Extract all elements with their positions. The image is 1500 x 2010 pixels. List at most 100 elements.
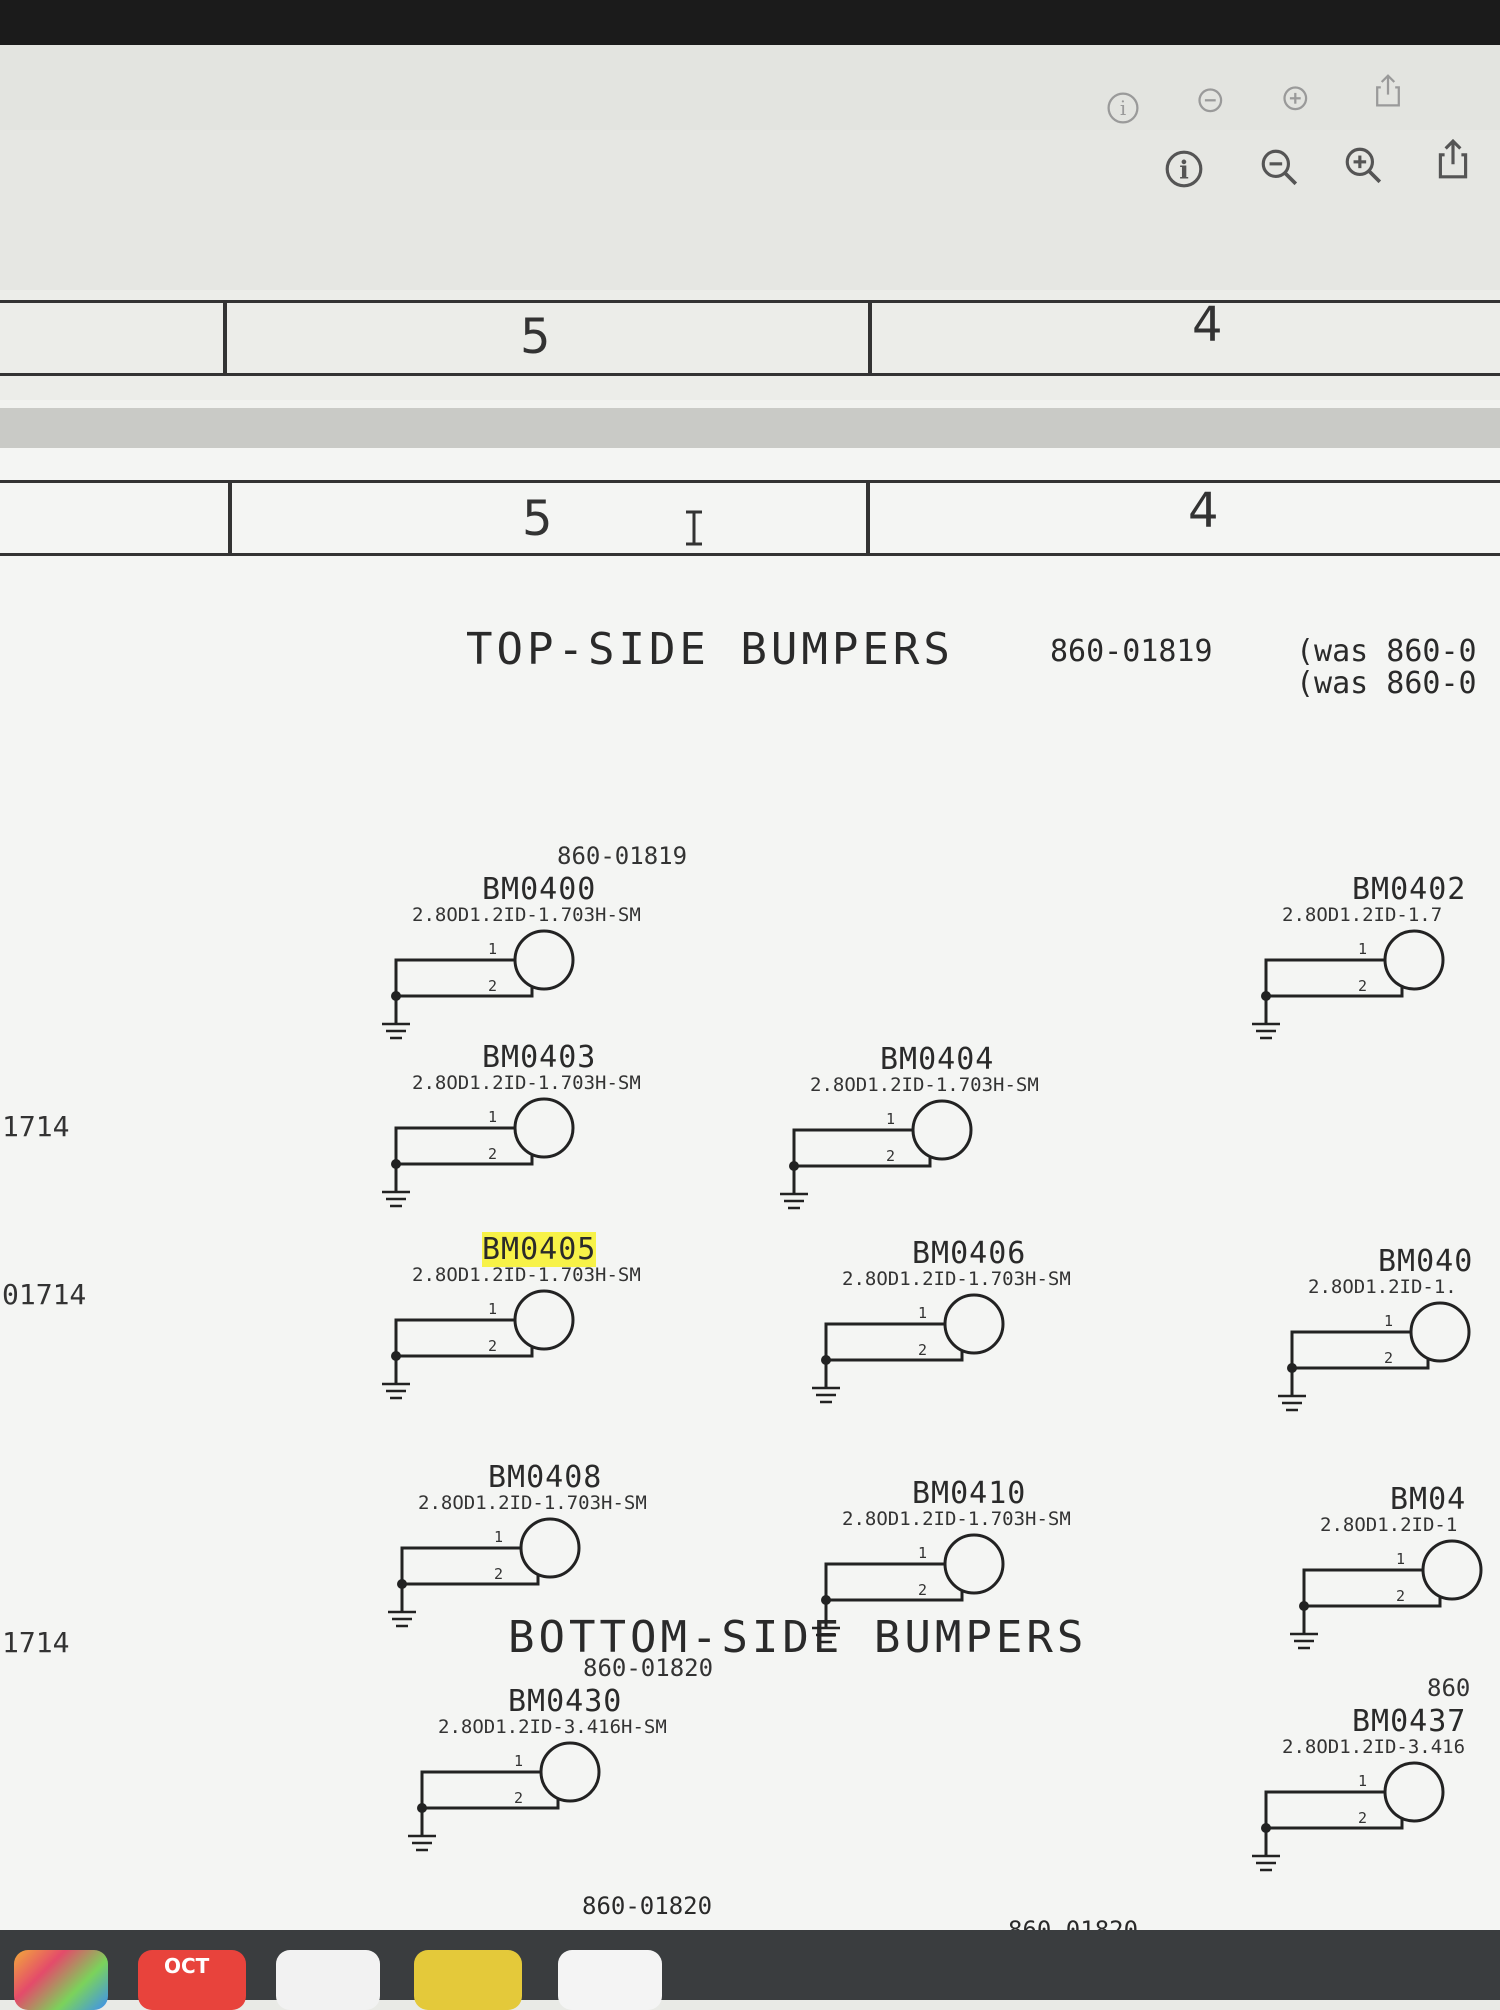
pin-wire <box>400 1546 540 1586</box>
share-icon[interactable] <box>1432 138 1474 180</box>
zoom-in-icon[interactable] <box>1342 144 1384 186</box>
zone-row: 5 4 <box>0 297 1500 376</box>
section-title-bottom: BOTTOM-SIDE BUMPERS <box>508 1612 1088 1663</box>
pin-number: 2 <box>514 1789 523 1807</box>
calendar-month-label: OCT <box>164 1954 210 1978</box>
share-icon <box>1370 73 1406 109</box>
bumper-pad-circle <box>943 1533 1005 1595</box>
ground-icon <box>388 1610 416 1628</box>
bumper-symbol: 12 <box>1252 929 1445 1040</box>
ground-icon <box>1252 1854 1280 1872</box>
refdes: BM0402 <box>1352 872 1467 907</box>
pin-number: 2 <box>886 1147 895 1165</box>
screen-bezel-top <box>0 0 1500 45</box>
notes-app-icon[interactable] <box>414 1950 522 2010</box>
pin-number: 2 <box>488 1337 497 1355</box>
refdes: BM0400 <box>482 872 597 907</box>
pin-wire <box>1290 1330 1430 1370</box>
bumper-symbol: 12 <box>382 929 575 1040</box>
part-number: 860 <box>1427 1674 1471 1702</box>
pin-number: 1 <box>488 1300 497 1318</box>
refdes: BM0403 <box>482 1040 597 1075</box>
pin-wire <box>792 1128 932 1168</box>
bumper-symbol: 12 <box>812 1293 1005 1404</box>
ground-icon <box>382 1190 410 1208</box>
was-note: (was 860-0 <box>1296 666 1477 701</box>
photos-app-icon[interactable] <box>14 1950 108 2010</box>
pin-number: 1 <box>918 1304 927 1322</box>
bumper-symbol: 12 <box>382 1097 575 1208</box>
calendar-app-icon[interactable]: OCT <box>138 1950 246 2010</box>
pin-number: 2 <box>1358 977 1367 995</box>
zone-number: 5 <box>522 491 553 547</box>
refdes: BM0408 <box>488 1460 603 1495</box>
pin-wire <box>1264 958 1404 998</box>
pin-wire <box>824 1562 964 1602</box>
schematic-sheet: 5 4 TOP-SIDE BUMPERS 860-01819 (was 860-… <box>0 448 1500 1930</box>
info-icon: i <box>1105 90 1141 126</box>
bumper-pad-circle <box>911 1099 973 1161</box>
document-page: 5 4 5 4 TOP-SIDE BUMPERS 860-01819 (was … <box>0 290 1500 1930</box>
pin-wire <box>824 1322 964 1362</box>
part-number: 860-01820 <box>582 1892 713 1920</box>
info-icon[interactable]: i <box>1163 148 1205 190</box>
footprint-label: 2.8OD1.2ID-1 <box>1320 1514 1458 1536</box>
footprint-label: 2.8OD1.2ID-3.416 <box>1282 1736 1466 1758</box>
footprint-label: 2.8OD1.2ID-3.416H-SM <box>438 1716 667 1738</box>
bumper-pad-circle <box>1409 1301 1471 1363</box>
pin-number: 2 <box>918 1341 927 1359</box>
bumper-pad-circle <box>943 1293 1005 1355</box>
zoom-out-icon[interactable] <box>1258 146 1300 188</box>
refdes: BM0437 <box>1352 1704 1467 1739</box>
footprint-label: 2.8OD1.2ID-1.703H-SM <box>412 1072 641 1094</box>
pin-number: 2 <box>488 1145 497 1163</box>
footprint-label: 2.8OD1.2ID-1.703H-SM <box>842 1268 1071 1290</box>
margin-ref: 1714 <box>2 1626 70 1659</box>
bumper-symbol: 12 <box>382 1289 575 1400</box>
refdes: BM0406 <box>912 1236 1027 1271</box>
part-number: 860-01819 <box>557 842 688 870</box>
zone-divider <box>868 300 872 376</box>
zone-divider <box>223 300 227 376</box>
refdes: BM0430 <box>508 1684 623 1719</box>
bumper-symbol: 12 <box>812 1533 1005 1644</box>
pin-number: 2 <box>1358 1809 1367 1827</box>
pin-number: 1 <box>494 1528 503 1546</box>
bumper-symbol: 12 <box>1290 1539 1483 1650</box>
zone-divider <box>866 480 870 556</box>
part-number: 860-01820 <box>1008 1916 1139 1930</box>
footprint-label: 2.8OD1.2ID-1. <box>1308 1276 1457 1298</box>
ground-icon <box>780 1192 808 1210</box>
toolbar-reflection: i <box>0 45 1500 132</box>
refdes: BM040 <box>1378 1244 1474 1279</box>
bumper-pad-circle <box>513 1289 575 1351</box>
ground-icon <box>1278 1394 1306 1412</box>
pin-number: 2 <box>488 977 497 995</box>
pin-number: 2 <box>918 1581 927 1599</box>
refdes: BM04 <box>1390 1482 1467 1517</box>
ground-icon <box>382 1022 410 1040</box>
app-icon[interactable] <box>558 1950 662 2010</box>
pin-wire <box>1264 1790 1404 1830</box>
bumper-pad-circle <box>519 1517 581 1579</box>
pin-number: 1 <box>886 1110 895 1128</box>
pin-number: 2 <box>494 1565 503 1583</box>
footprint-label: 2.8OD1.2ID-1.7 <box>1282 904 1443 926</box>
app-icon[interactable] <box>276 1950 380 2010</box>
pin-wire <box>394 1318 534 1358</box>
pin-wire <box>1302 1568 1442 1608</box>
bumper-symbol: 12 <box>1278 1301 1471 1412</box>
bumper-symbol: 12 <box>1252 1761 1445 1872</box>
